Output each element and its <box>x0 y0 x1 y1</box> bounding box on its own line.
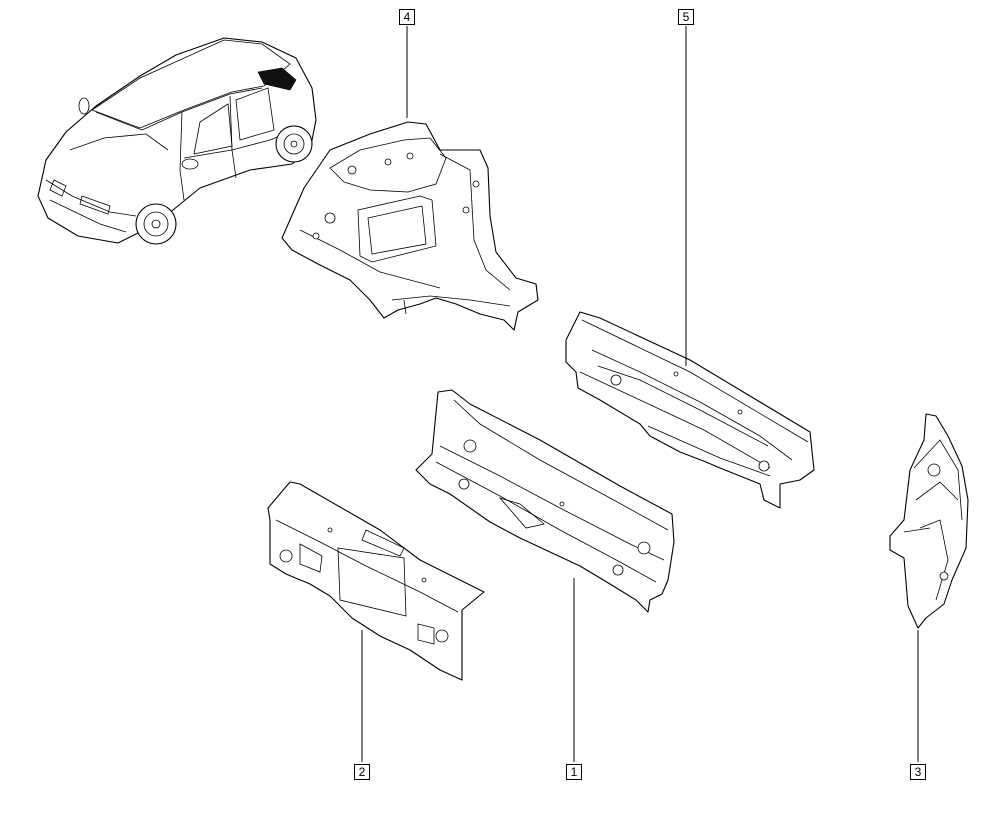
vehicle-illustration <box>37 37 317 245</box>
callout-5: 5 <box>678 9 694 25</box>
part-5-rear-cross-member <box>565 311 815 509</box>
callout-2: 2 <box>354 764 370 780</box>
callout-4: 4 <box>399 9 415 25</box>
part-1-rear-floor-panel <box>415 389 675 613</box>
part-2-rear-end-panel <box>267 481 485 681</box>
part-3-side-reinforcement <box>889 413 969 629</box>
callout-3: 3 <box>910 764 926 780</box>
leader-lines <box>361 26 919 762</box>
callout-1: 1 <box>566 764 582 780</box>
part-4-rear-quarter-panel <box>281 121 539 331</box>
